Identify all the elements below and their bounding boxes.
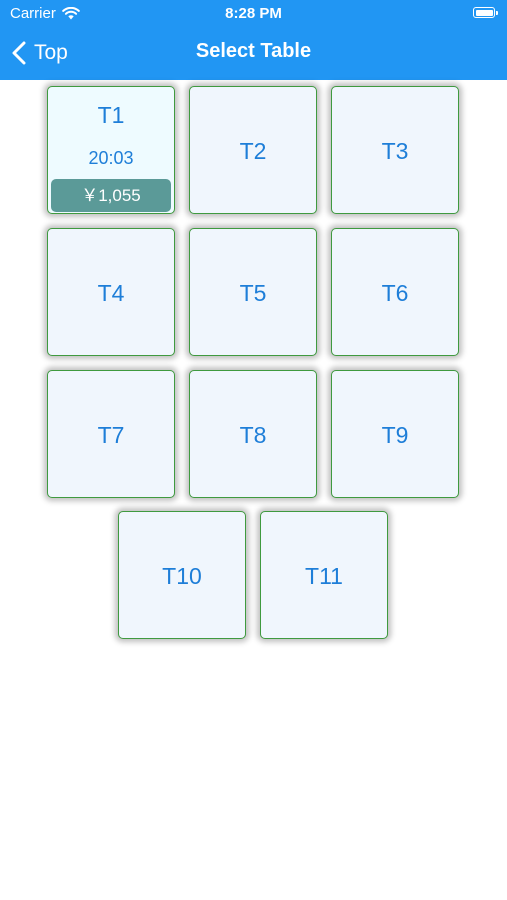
- chevron-left-icon: [12, 41, 26, 65]
- battery-icon: [473, 7, 498, 18]
- table-name: T11: [305, 563, 343, 589]
- table-name: T9: [381, 422, 409, 448]
- table-name: T2: [239, 138, 267, 164]
- back-button-label: Top: [34, 41, 68, 64]
- table-tile-t4[interactable]: T4: [47, 228, 175, 356]
- table-tile-t3[interactable]: T3: [331, 86, 459, 214]
- navigation-bar: Top Select Table: [0, 28, 507, 80]
- table-amount-badge: ￥1,055: [51, 179, 171, 212]
- carrier-indicator: Carrier: [10, 5, 80, 22]
- table-tile-t6[interactable]: T6: [331, 228, 459, 356]
- table-tile-t9[interactable]: T9: [331, 370, 459, 498]
- table-name: T6: [381, 280, 409, 306]
- wifi-icon: [62, 7, 80, 20]
- back-button[interactable]: Top: [12, 39, 68, 67]
- table-name: T8: [239, 422, 267, 448]
- table-name: T1: [97, 102, 125, 128]
- battery-level: [475, 9, 493, 16]
- table-tile-t8[interactable]: T8: [189, 370, 317, 498]
- table-tile-t2[interactable]: T2: [189, 86, 317, 214]
- table-name: T4: [97, 280, 125, 306]
- table-tile-t1[interactable]: T1 20:03 ￥1,055: [47, 86, 175, 214]
- page-title: Select Table: [195, 40, 312, 62]
- table-start-time: 20:03: [88, 148, 134, 168]
- table-tile-t11[interactable]: T11: [260, 511, 388, 639]
- table-name: T5: [239, 280, 267, 306]
- table-tile-t5[interactable]: T5: [189, 228, 317, 356]
- status-bar: Carrier 8:28 PM: [0, 0, 507, 28]
- table-tile-t10[interactable]: T10: [118, 511, 246, 639]
- table-name: T10: [162, 563, 202, 589]
- status-time: 8:28 PM: [225, 5, 282, 22]
- table-name: T7: [97, 422, 125, 448]
- table-name: T3: [381, 138, 409, 164]
- carrier-label: Carrier: [10, 5, 56, 22]
- app-header: Carrier 8:28 PM Top Select Table: [0, 0, 507, 80]
- table-tile-t7[interactable]: T7: [47, 370, 175, 498]
